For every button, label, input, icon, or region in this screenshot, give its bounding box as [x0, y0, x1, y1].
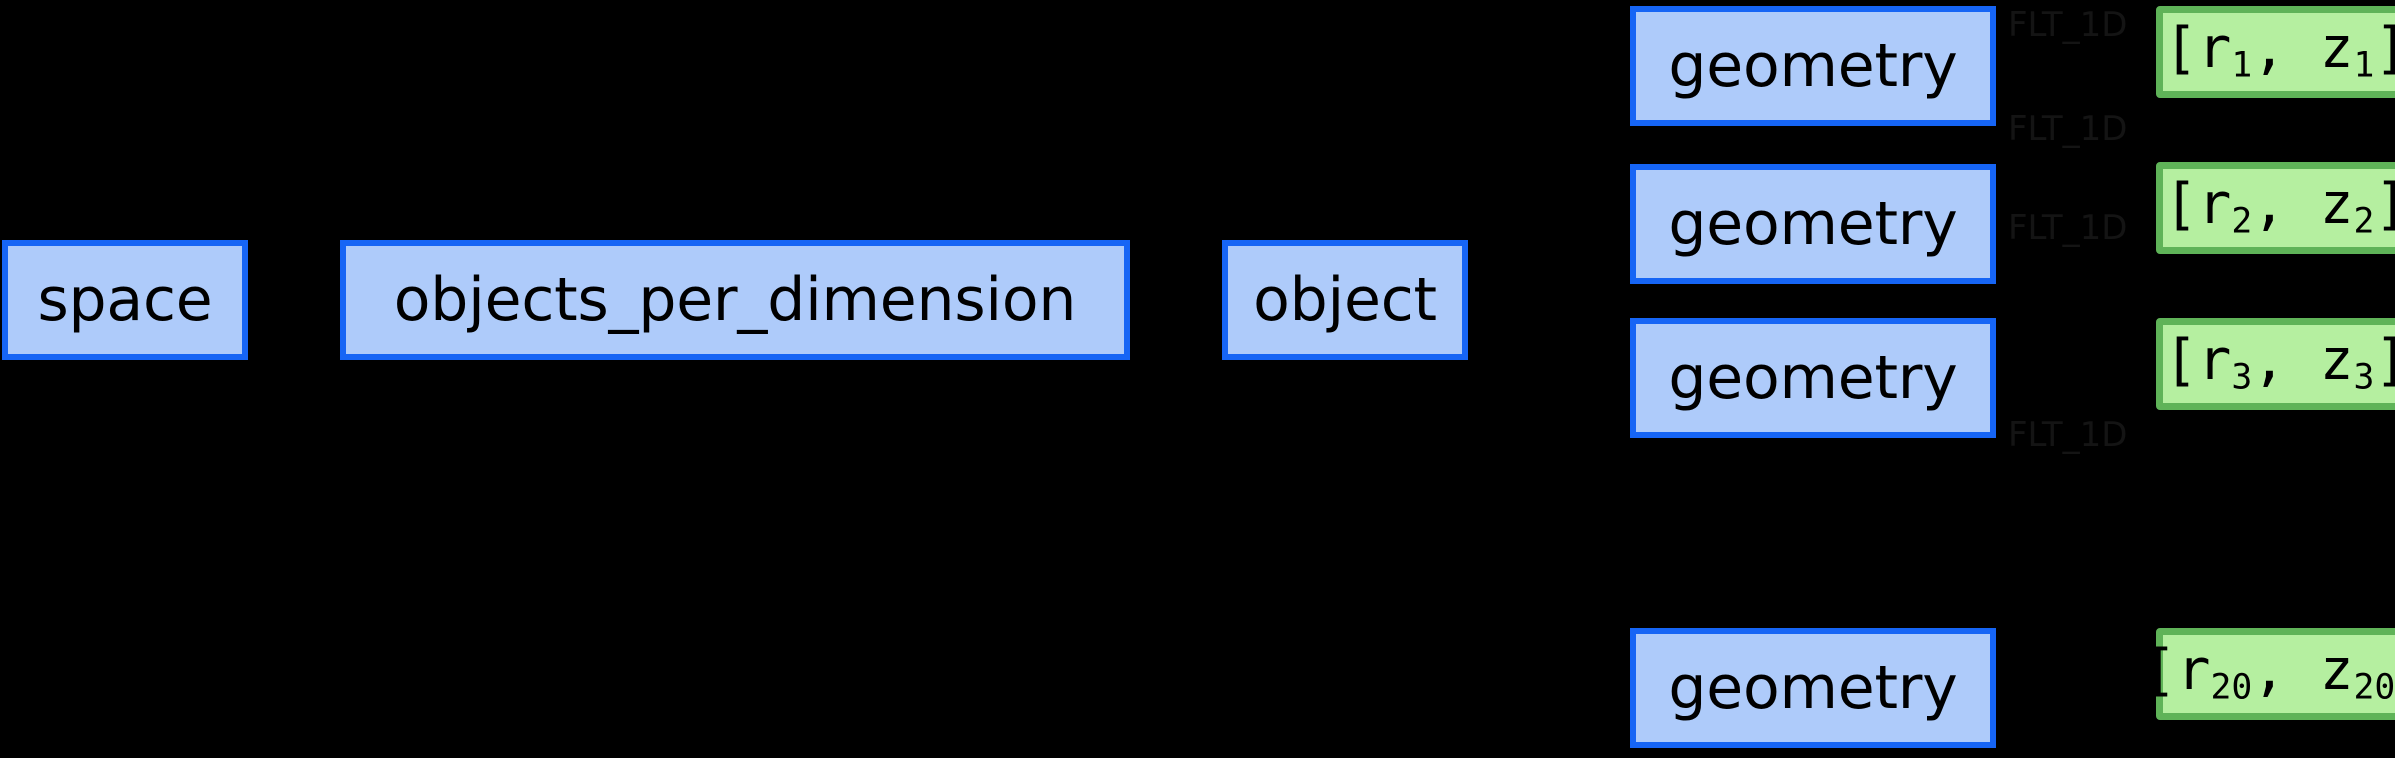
node-geometry-3-label: geometry	[1668, 343, 1958, 413]
node-objects-per-dimension[interactable]: objects_per_dimension	[340, 240, 1130, 360]
node-data-value-1[interactable]: [r1, z1]	[2156, 6, 2395, 98]
edge-object-to-geometry-3	[1547, 300, 1628, 381]
edge-label-geometry-1-type: FLT_1D	[2008, 5, 2128, 45]
data-value-20-text: [r20, z20]	[2143, 637, 2395, 708]
node-object[interactable]: object	[1222, 240, 1468, 360]
node-geometry-1[interactable]: geometry	[1630, 6, 1996, 126]
node-geometry-1-label: geometry	[1668, 31, 1958, 101]
node-objects-per-dimension-label: objects_per_dimension	[393, 265, 1077, 335]
edge-object-to-geometry-2	[1547, 221, 1628, 300]
edge-label-geometry-2-type: FLT_1D	[2008, 109, 2128, 149]
edge-object-to-geometry-20	[1547, 300, 1628, 691]
node-data-value-3[interactable]: [r3, z3]	[2156, 318, 2395, 410]
edge-label-geometry-3-type: FLT_1D	[2008, 208, 2128, 248]
node-object-label: object	[1253, 265, 1437, 335]
data-value-3-text: [r3, z3]	[2163, 327, 2395, 398]
data-value-2-text: [r2, z2]	[2163, 171, 2395, 242]
node-geometry-2[interactable]: geometry	[1630, 164, 1996, 284]
node-space[interactable]: space	[2, 240, 248, 360]
node-geometry-3[interactable]: geometry	[1630, 318, 1996, 438]
data-value-1-text: [r1, z1]	[2163, 15, 2395, 86]
edge-object-to-geometry-1	[1547, 63, 1628, 300]
edge-label-geometry-20-type: FLT_1D	[2008, 415, 2128, 455]
node-geometry-2-label: geometry	[1668, 189, 1958, 259]
node-data-value-20[interactable]: [r20, z20]	[2143, 628, 2395, 720]
node-geometry-20-label: geometry	[1668, 653, 1958, 723]
node-data-value-2[interactable]: [r2, z2]	[2156, 162, 2395, 254]
node-space-label: space	[37, 265, 213, 335]
node-geometry-20[interactable]: geometry	[1630, 628, 1996, 748]
